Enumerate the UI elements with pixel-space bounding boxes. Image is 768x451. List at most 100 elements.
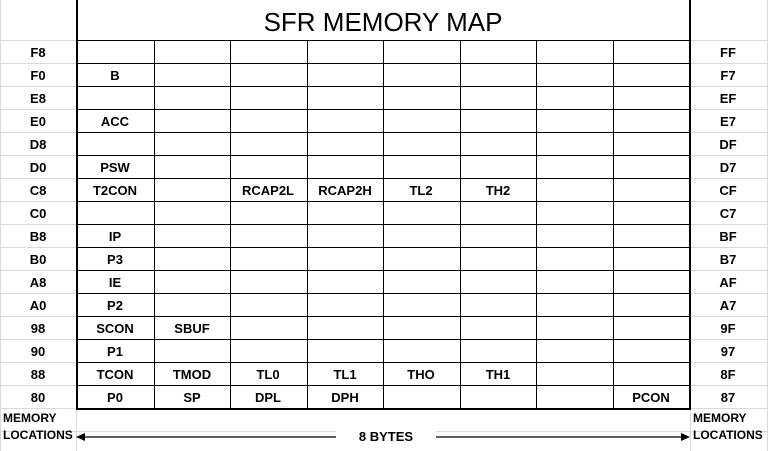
start-address-label: B0 [29, 252, 47, 267]
start-address-label: A0 [29, 298, 47, 313]
register-cell: SCON [96, 321, 134, 336]
register-cell: IP [108, 229, 122, 244]
register-cell [307, 64, 383, 87]
register-cell: RCAP2L [241, 183, 294, 198]
register-cell: ACC [100, 114, 130, 129]
register-cell [460, 133, 536, 156]
register-cell [613, 133, 689, 156]
register-cell [613, 179, 689, 202]
register-cell [613, 110, 689, 133]
register-cell: PSW [100, 160, 130, 175]
end-address-label: AF [719, 275, 737, 290]
end-address-label: 9F [720, 321, 736, 336]
register-cell [307, 202, 383, 225]
register-cell: B [110, 68, 120, 83]
register-cell [307, 110, 383, 133]
register-cell [230, 317, 306, 340]
register-cell [613, 248, 689, 271]
register-cell [230, 87, 306, 110]
memory-label-line2-left: LOCATIONS [3, 428, 73, 442]
end-address-label: DF [719, 137, 737, 152]
register-cell [536, 317, 612, 340]
table-border [76, 0, 78, 408]
table-column-border [307, 40, 308, 408]
register-cell [230, 156, 306, 179]
register-cell [383, 317, 459, 340]
end-address-label: 8F [720, 367, 736, 382]
start-address-label: E0 [30, 114, 46, 129]
table-column-border [230, 40, 231, 408]
start-address-label: C0 [29, 206, 47, 221]
start-address-label: 88 [30, 367, 46, 382]
register-cell [230, 202, 306, 225]
register-cell [383, 340, 459, 363]
register-cell [77, 41, 153, 64]
register-cell [154, 225, 230, 248]
memory-label-line1-left: MEMORY [3, 411, 57, 425]
register-cell [307, 248, 383, 271]
register-cell [383, 41, 459, 64]
register-cell [77, 202, 153, 225]
page-title: SFR MEMORY MAP [263, 7, 503, 37]
register-cell: TL2 [409, 183, 433, 198]
register-cell [230, 64, 306, 87]
register-cell: TH2 [485, 183, 511, 198]
register-cell [536, 386, 612, 409]
register-cell: PCON [632, 390, 670, 405]
register-cell [230, 271, 306, 294]
register-cell [230, 41, 306, 64]
register-cell: RCAP2H [318, 183, 372, 198]
register-cell [536, 340, 612, 363]
register-cell [77, 133, 153, 156]
register-cell [307, 156, 383, 179]
register-cell [536, 156, 612, 179]
register-cell [613, 363, 689, 386]
arrow-right-head-icon [681, 433, 690, 441]
register-cell [536, 64, 612, 87]
register-cell [536, 294, 612, 317]
register-cell [77, 87, 153, 110]
end-address-label: E7 [720, 114, 736, 129]
register-cell [460, 340, 536, 363]
register-cell [307, 133, 383, 156]
register-cell: TMOD [172, 367, 212, 382]
table-column-border [536, 40, 537, 408]
register-cell [307, 340, 383, 363]
register-cell [536, 179, 612, 202]
register-cell [460, 271, 536, 294]
register-cell [536, 133, 612, 156]
register-cell [154, 64, 230, 87]
register-cell: T2CON [92, 183, 138, 198]
end-address-label: CF [719, 183, 737, 198]
register-cell [460, 41, 536, 64]
table-border [689, 0, 691, 408]
register-cell: TCON [96, 367, 134, 382]
register-cell [536, 41, 612, 64]
register-cell [307, 225, 383, 248]
register-cell [613, 294, 689, 317]
start-address-label: 90 [30, 344, 46, 359]
start-address-label: 80 [30, 390, 46, 405]
register-cell [613, 271, 689, 294]
gridline-vertical [0, 0, 1, 451]
register-cell [154, 110, 230, 133]
end-address-label: EF [719, 91, 737, 106]
memory-label-line2-right: LOCATIONS [693, 428, 763, 442]
register-cell [154, 202, 230, 225]
register-cell [536, 271, 612, 294]
register-cell [230, 225, 306, 248]
register-cell [613, 202, 689, 225]
register-cell [383, 271, 459, 294]
register-cell [383, 87, 459, 110]
register-cell [460, 202, 536, 225]
register-cell [613, 225, 689, 248]
register-cell [613, 156, 689, 179]
register-cell: SBUF [174, 321, 210, 336]
register-cell [154, 294, 230, 317]
start-address-label: D8 [29, 137, 47, 152]
register-cell [230, 110, 306, 133]
register-cell [460, 248, 536, 271]
register-cell [154, 156, 230, 179]
register-cell [383, 202, 459, 225]
end-address-label: BF [719, 229, 737, 244]
